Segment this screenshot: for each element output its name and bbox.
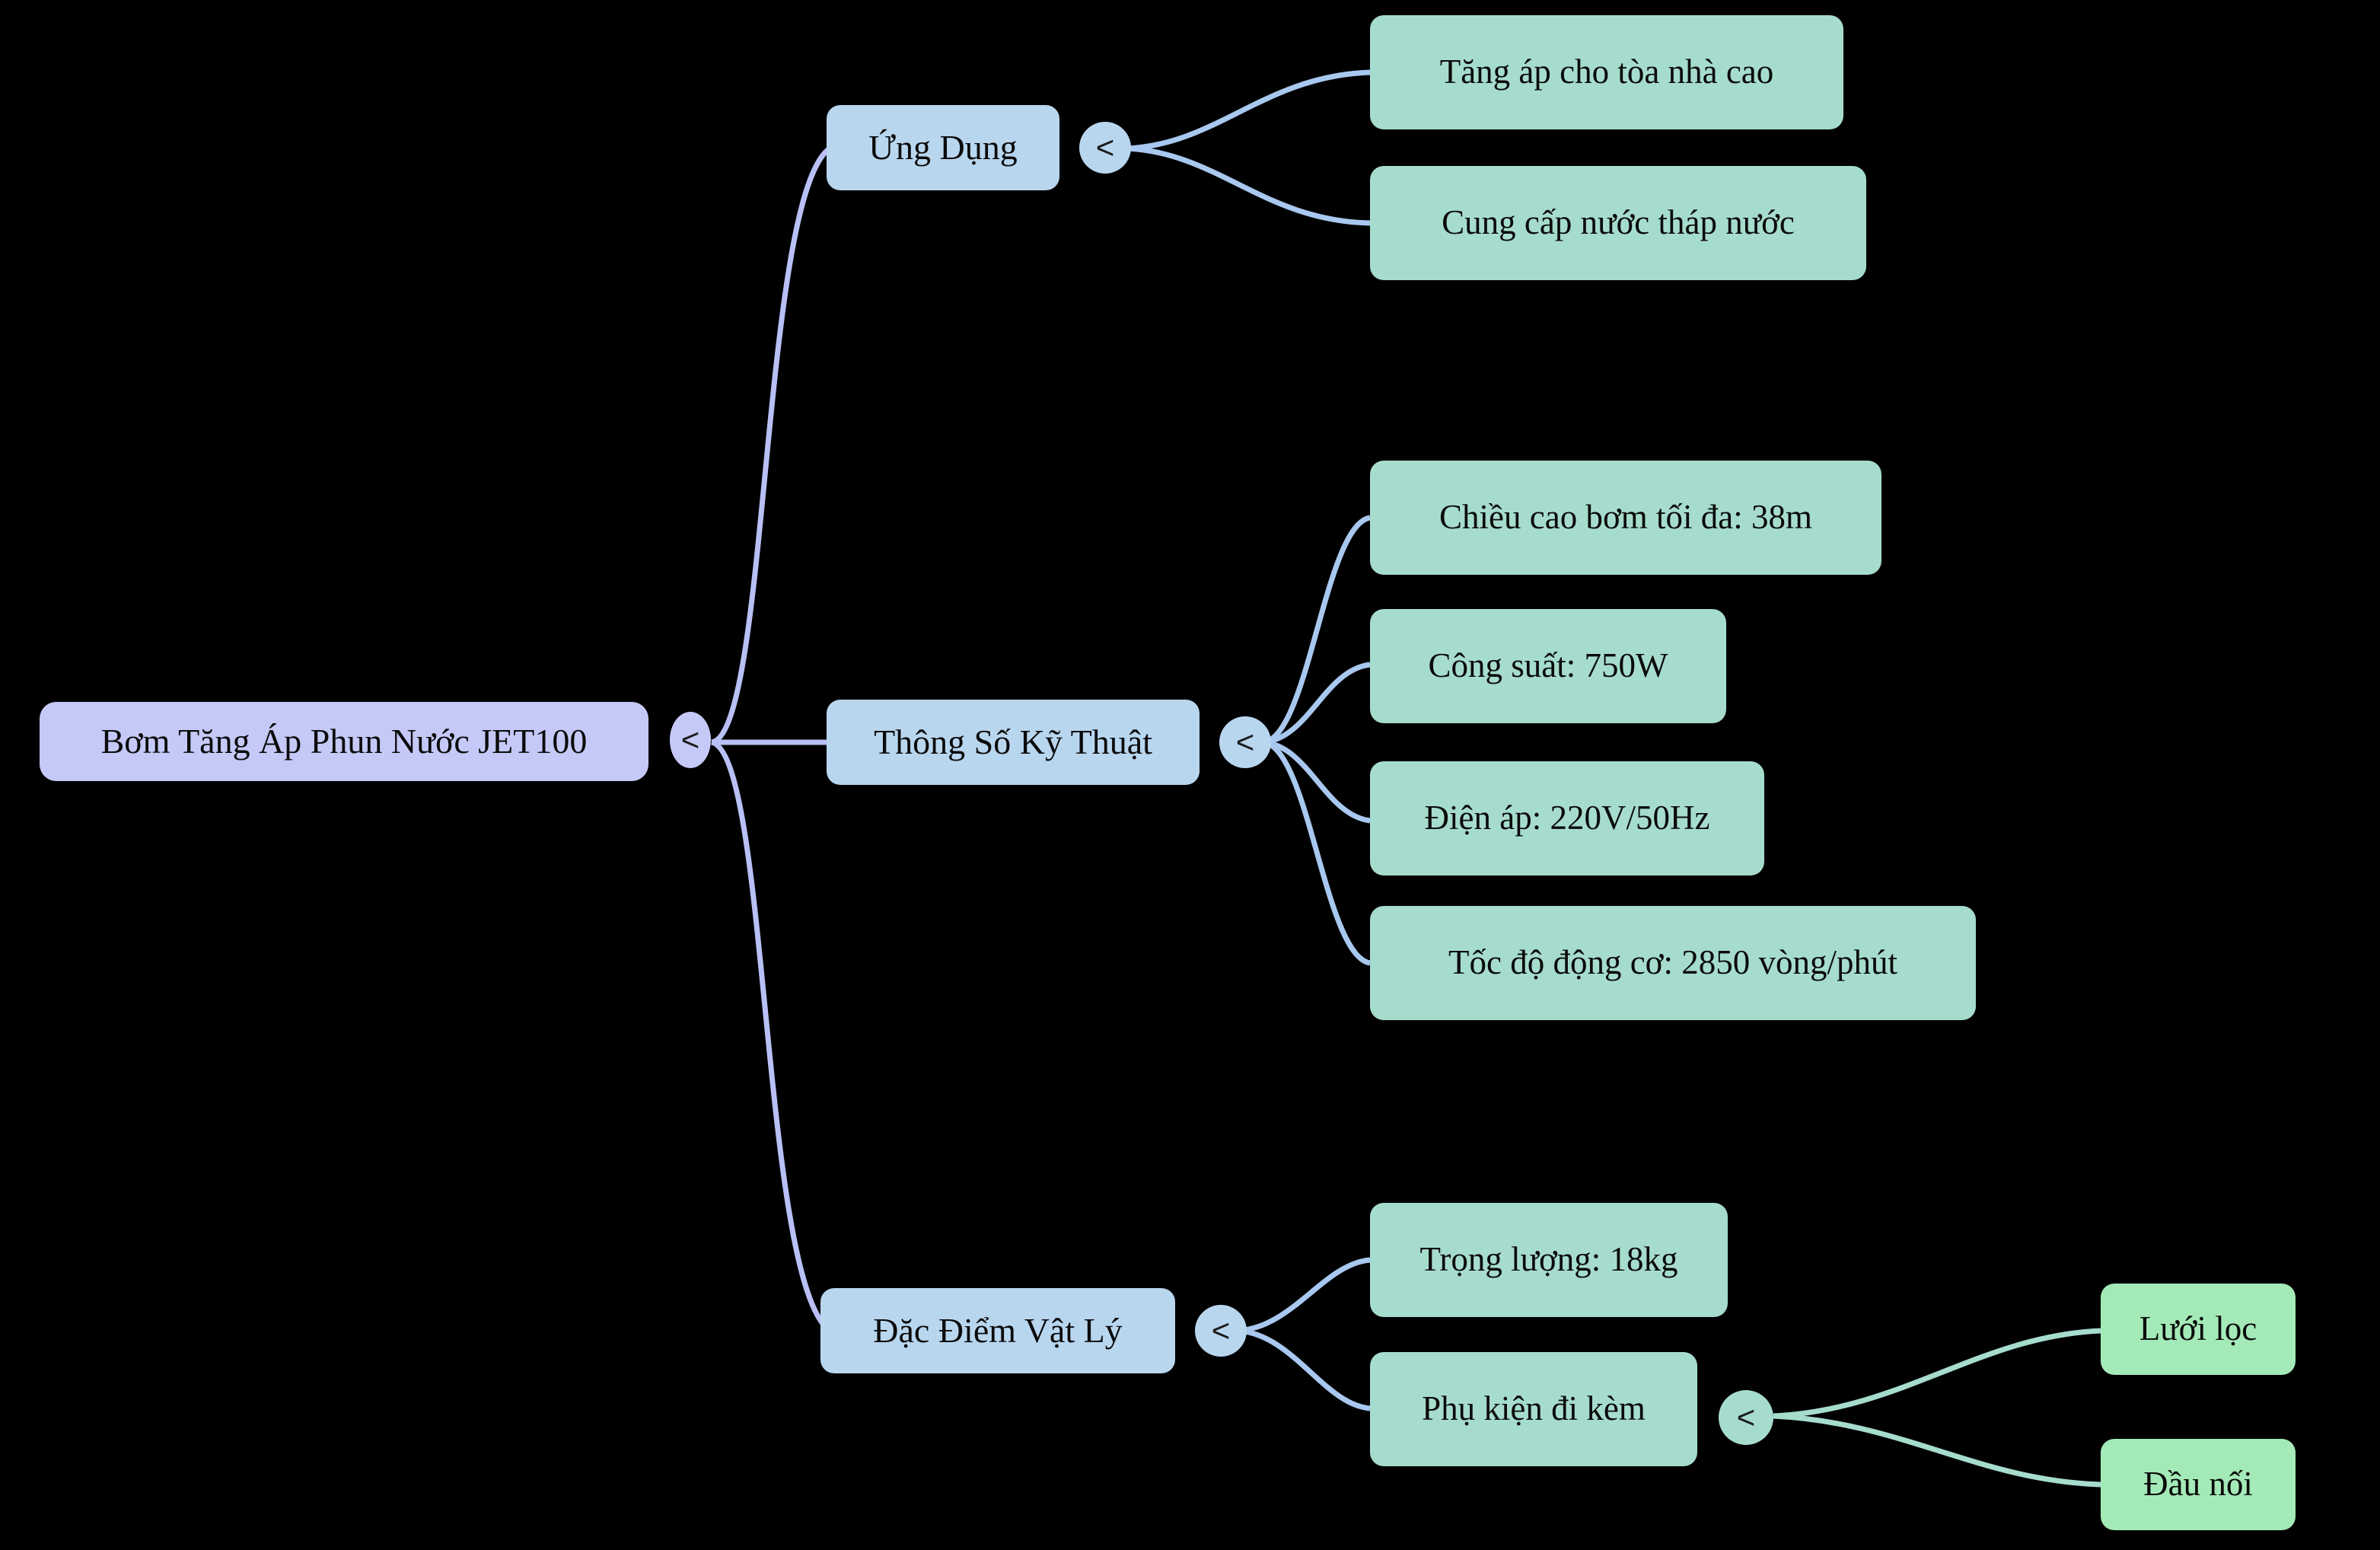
node-leaf-phu-kien-di-kem[interactable]: Phụ kiện đi kèm — [1370, 1352, 1697, 1466]
node-root[interactable]: Bơm Tăng Áp Phun Nước JET100 — [40, 702, 648, 781]
edge-root-to-ung-dung — [710, 146, 832, 745]
edge-thongso-to-leaf-2 — [1263, 662, 1371, 745]
node-leaf-trong-luong[interactable]: Trọng lượng: 18kg — [1370, 1203, 1728, 1317]
edge-thongso-to-leaf-3 — [1263, 739, 1371, 824]
node-subleaf-luoi-loc[interactable]: Lưới lọc — [2101, 1284, 2296, 1375]
collapse-badge-root[interactable]: < — [670, 712, 711, 768]
node-leaf-tang-ap-toa-nha[interactable]: Tăng áp cho tòa nhà cao — [1370, 15, 1843, 129]
node-leaf-dien-ap[interactable]: Điện áp: 220V/50Hz — [1370, 761, 1764, 875]
node-leaf-chieu-cao-bom[interactable]: Chiều cao bơm tối đa: 38m — [1370, 461, 1881, 575]
node-leaf-cong-suat[interactable]: Công suất: 750W — [1370, 609, 1726, 723]
node-leaf-cung-cap-nuoc-thap[interactable]: Cung cấp nước tháp nước — [1370, 166, 1866, 280]
edge-ungdung-to-leaf-1 — [1126, 69, 1371, 151]
edge-thongso-to-leaf-4 — [1263, 739, 1372, 966]
node-branch-dac-diem-vat-ly[interactable]: Đặc Điểm Vật Lý — [820, 1288, 1175, 1373]
edge-phukien-to-subleaf-1 — [1773, 1328, 2101, 1419]
node-branch-ung-dung[interactable]: Ứng Dụng — [827, 105, 1059, 190]
node-leaf-toc-do-dong-co[interactable]: Tốc độ động cơ: 2850 vòng/phút — [1370, 906, 1976, 1020]
collapse-badge-thong-so-ky-thuat[interactable]: < — [1219, 716, 1271, 768]
edge-root-to-dac-diem — [710, 739, 832, 1333]
node-subleaf-dau-noi[interactable]: Đầu nối — [2101, 1439, 2296, 1530]
edge-phukien-to-subleaf-2 — [1773, 1413, 2101, 1488]
node-branch-thong-so-ky-thuat[interactable]: Thông Số Kỹ Thuật — [827, 700, 1200, 785]
collapse-badge-dac-diem-vat-ly[interactable]: < — [1195, 1305, 1247, 1357]
edge-thongso-to-leaf-1 — [1263, 515, 1372, 745]
edge-dacdiem-to-leaf-2 — [1238, 1328, 1371, 1411]
collapse-badge-ung-dung[interactable]: < — [1079, 122, 1131, 174]
collapse-badge-phu-kien-di-kem[interactable]: < — [1719, 1390, 1773, 1445]
edge-ungdung-to-leaf-2 — [1126, 145, 1371, 226]
edge-dacdiem-to-leaf-1 — [1238, 1257, 1371, 1334]
